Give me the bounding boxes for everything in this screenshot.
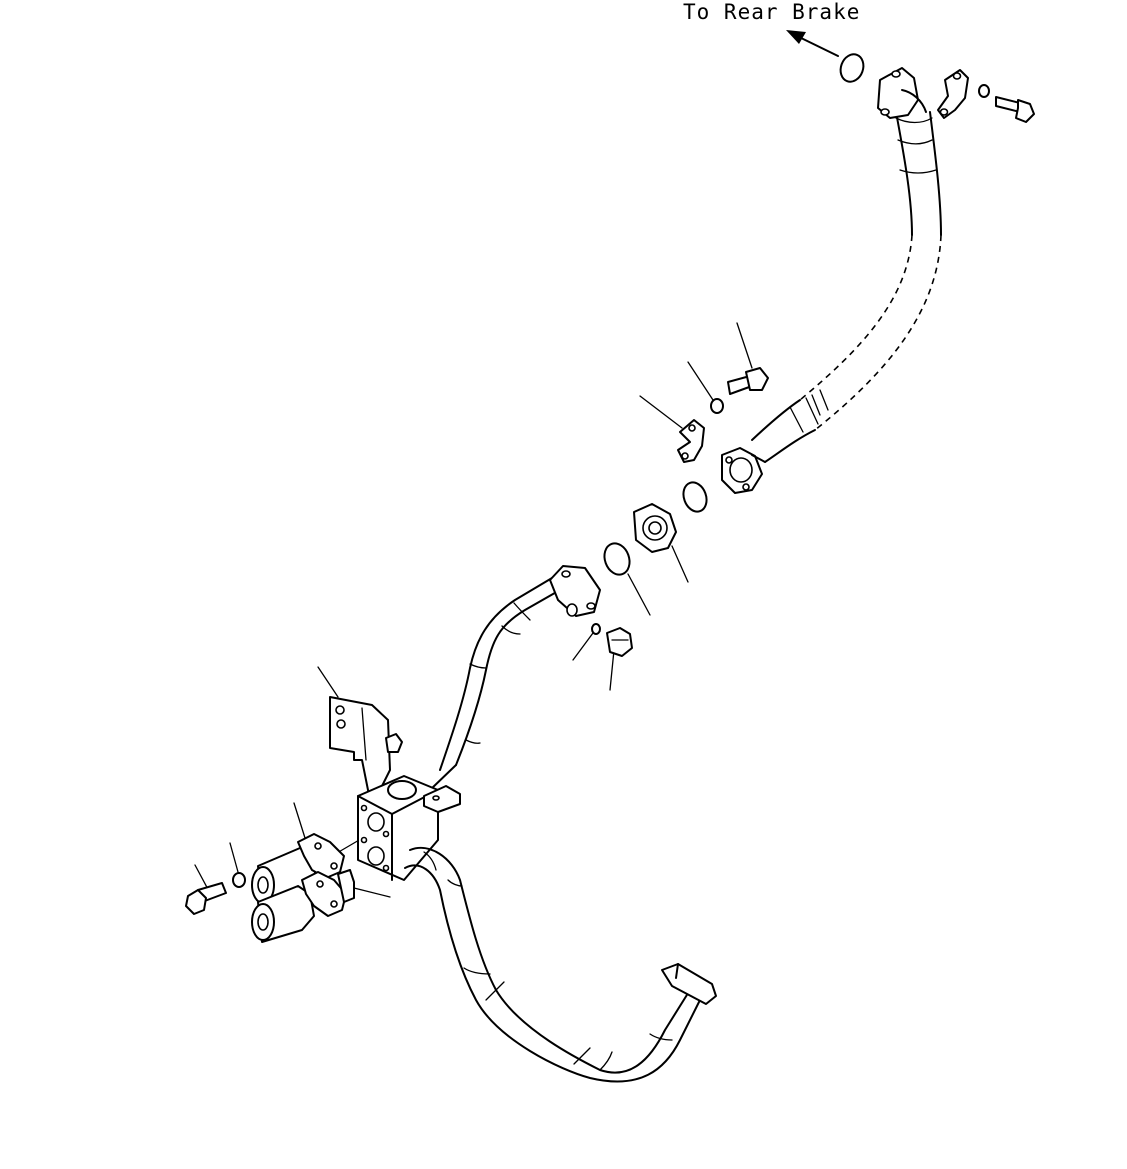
mid-o-ring bbox=[682, 481, 708, 513]
bracket-bolt bbox=[385, 733, 403, 753]
left-bolt bbox=[185, 882, 227, 915]
top-washer bbox=[978, 84, 990, 98]
valve-block bbox=[357, 775, 439, 881]
split-flange-half bbox=[677, 419, 705, 463]
lower-brake-tube bbox=[404, 847, 701, 1083]
mounting-bracket bbox=[329, 696, 391, 801]
leader-lines bbox=[194, 322, 753, 898]
top-o-ring bbox=[839, 53, 865, 83]
upper-brake-tube bbox=[429, 577, 561, 791]
tube-end-flange bbox=[549, 565, 601, 617]
direction-arrow bbox=[786, 30, 839, 57]
split-flange-lower bbox=[301, 869, 355, 917]
top-hose-flange bbox=[877, 67, 927, 119]
flange-bolt bbox=[606, 627, 633, 657]
mid-washer bbox=[710, 398, 724, 414]
to-rear-brake-label: To Rear Brake bbox=[683, 0, 860, 24]
mid-hose-flange bbox=[721, 447, 766, 494]
split-flange-upper bbox=[297, 833, 345, 879]
rear-brake-hose bbox=[751, 111, 942, 463]
mid-bolt bbox=[727, 367, 769, 395]
small-o-ring bbox=[591, 623, 601, 635]
lower-o-ring bbox=[603, 542, 631, 576]
lower-tube-fitting bbox=[661, 963, 717, 1005]
tube-clamp bbox=[423, 785, 461, 813]
adapter-flange bbox=[633, 503, 677, 553]
top-split-flange-half bbox=[937, 69, 969, 119]
left-washer bbox=[232, 872, 246, 888]
top-bolt bbox=[995, 96, 1035, 123]
hose-end-lower bbox=[251, 885, 315, 943]
